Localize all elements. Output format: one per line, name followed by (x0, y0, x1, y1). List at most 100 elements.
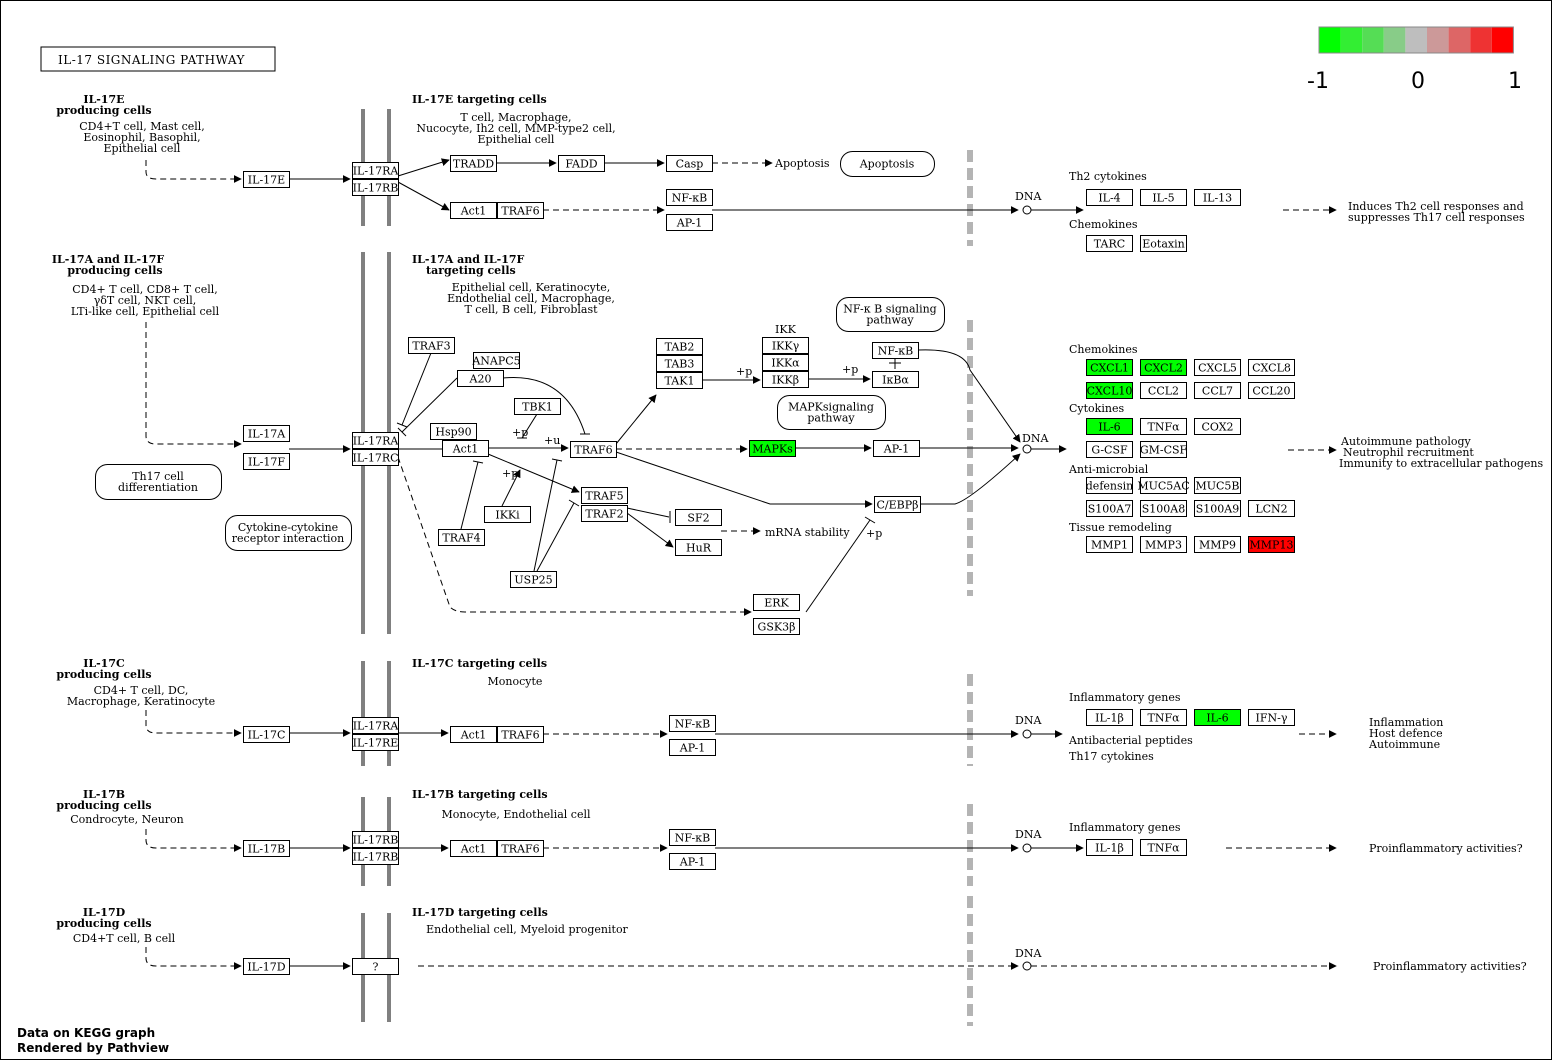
gene-node-il1b_c[interactable]: IL-1β (1086, 709, 1133, 726)
gene-node-s100a9[interactable]: S100A9 (1194, 500, 1241, 517)
gene-node-il17ra_c[interactable]: IL-17RA (352, 717, 400, 734)
gene-node-il17a[interactable]: IL-17A (243, 425, 290, 442)
gene-node-cxcl5[interactable]: CXCL5 (1194, 359, 1241, 376)
gene-node-act1_c[interactable]: Act1 (450, 726, 497, 743)
gene-node-nfkb_e[interactable]: NF-κB (666, 189, 713, 206)
gene-node-unknown[interactable]: ? (352, 958, 399, 975)
gene-node-act1_a[interactable]: Act1 (442, 440, 489, 457)
gene-node-s100a7[interactable]: S100A7 (1086, 500, 1133, 517)
gene-node-il6_c[interactable]: IL-6 (1194, 709, 1241, 726)
gene-node-tab2[interactable]: TAB2 (656, 338, 703, 355)
gene-node-il1b_b[interactable]: IL-1β (1086, 839, 1133, 856)
gene-node-defensin[interactable]: defensin (1086, 477, 1133, 494)
gene-node-nfkb_a[interactable]: NF-κB (872, 342, 919, 359)
gene-node-cxcl1[interactable]: CXCL1 (1086, 359, 1133, 376)
gene-node-gmcsf[interactable]: GM-CSF (1140, 441, 1188, 458)
gene-node-casp[interactable]: Casp (666, 155, 713, 172)
gene-node-cxcl10[interactable]: CXCL10 (1086, 382, 1133, 399)
gene-node-il17re[interactable]: IL-17RE (352, 734, 399, 751)
gene-node-fadd[interactable]: FADD (558, 155, 605, 172)
pathway-box-outline (225, 515, 352, 551)
gene-node-il17b[interactable]: IL-17B (243, 840, 290, 857)
gene-node-a20[interactable]: A20 (457, 370, 504, 387)
gene-node-gcsf[interactable]: G-CSF (1086, 441, 1133, 458)
gene-node-mmp3[interactable]: MMP3 (1140, 536, 1187, 553)
gene-node-il17ra_e[interactable]: IL-17RA (352, 162, 400, 179)
gene-node-traf6_e[interactable]: TRAF6 (497, 202, 544, 219)
gene-node-act1_b[interactable]: Act1 (450, 840, 497, 857)
gene-node-il17f[interactable]: IL-17F (243, 453, 290, 470)
gene-node-lcn2[interactable]: LCN2 (1248, 500, 1295, 517)
gene-node-ap1_b[interactable]: AP-1 (669, 853, 716, 870)
gene-node-ikba[interactable]: IκBα (872, 371, 919, 388)
gene-node-ccl2[interactable]: CCL2 (1140, 382, 1187, 399)
gene-node-traf6_b[interactable]: TRAF6 (497, 840, 544, 857)
pathway-box-apoptosis_box[interactable]: Apoptosis (840, 151, 935, 177)
gene-node-cxcl8[interactable]: CXCL8 (1248, 359, 1295, 376)
gene-node-traf3[interactable]: TRAF3 (408, 337, 455, 354)
gene-node-il6_a[interactable]: IL-6 (1086, 418, 1133, 435)
gene-node-traf5[interactable]: TRAF5 (581, 487, 628, 504)
gene-node-tnfa_c[interactable]: TNFα (1140, 709, 1187, 726)
gene-node-traf6_c[interactable]: TRAF6 (497, 726, 544, 743)
gene-node-usp25[interactable]: USP25 (510, 571, 557, 588)
gene-node-eotaxin[interactable]: Eotaxin (1140, 235, 1187, 252)
gene-node-ikkg[interactable]: IKKγ (762, 337, 809, 354)
gene-node-ccl20[interactable]: CCL20 (1248, 382, 1295, 399)
gene-node-anapc5[interactable]: ANAPC5 (471, 352, 521, 369)
gene-node-nfkb_b[interactable]: NF-κB (669, 829, 716, 846)
gene-node-il17rb_b2[interactable]: IL-17RB (352, 848, 399, 865)
gene-node-mapks[interactable]: MAPKs (749, 440, 796, 457)
gene-node-ap1_a[interactable]: AP-1 (873, 440, 920, 457)
gene-node-il17rb_e[interactable]: IL-17RB (352, 179, 399, 196)
gene-node-cox2[interactable]: COX2 (1194, 418, 1241, 435)
gene-node-muc5ac[interactable]: MUC5AC (1137, 477, 1190, 494)
gene-node-gsk3b[interactable]: GSK3β (753, 618, 800, 635)
gene-node-ifng[interactable]: IFN-γ (1248, 709, 1295, 726)
gene-node-s100a8[interactable]: S100A8 (1140, 500, 1187, 517)
gene-node-ikkb[interactable]: IKKβ (762, 371, 809, 388)
gene-node-hsp90[interactable]: Hsp90 (430, 423, 477, 440)
gene-node-il17e[interactable]: IL-17E (243, 171, 290, 188)
gene-node-il17rc[interactable]: IL-17RC (352, 449, 399, 466)
gene-node-il4[interactable]: IL-4 (1086, 189, 1133, 206)
gene-node-mmp1[interactable]: MMP1 (1086, 536, 1133, 553)
gene-node-cxcl2[interactable]: CXCL2 (1140, 359, 1187, 376)
gene-node-tnfa_b[interactable]: TNFα (1140, 839, 1187, 856)
gene-node-il17c[interactable]: IL-17C (243, 726, 290, 743)
gene-node-traf2[interactable]: TRAF2 (581, 505, 628, 522)
gene-node-il17rb_b1[interactable]: IL-17RB (352, 831, 399, 848)
node-box (1248, 709, 1295, 726)
gene-node-tradd[interactable]: TRADD (450, 155, 497, 172)
gene-node-il17ra_a[interactable]: IL-17RA (352, 432, 400, 449)
gene-node-il13[interactable]: IL-13 (1194, 189, 1241, 206)
gene-node-tab3[interactable]: TAB3 (656, 355, 703, 372)
gene-node-ap1_c[interactable]: AP-1 (669, 739, 716, 756)
gene-node-nfkb_c[interactable]: NF-κB (669, 715, 716, 732)
gene-node-il5[interactable]: IL-5 (1140, 189, 1187, 206)
gene-node-act1_e[interactable]: Act1 (450, 202, 497, 219)
gene-node-mmp9[interactable]: MMP9 (1194, 536, 1241, 553)
gene-node-mmp13[interactable]: MMP13 (1248, 536, 1295, 553)
gene-node-ikka[interactable]: IKKα (762, 354, 809, 371)
gene-node-traf6_a[interactable]: TRAF6 (570, 441, 617, 458)
gene-node-il17d[interactable]: IL-17D (243, 958, 290, 975)
gene-node-tak1[interactable]: TAK1 (656, 372, 703, 389)
gene-node-ccl7[interactable]: CCL7 (1194, 382, 1241, 399)
gene-node-cebpb[interactable]: C/EBPβ (874, 496, 921, 513)
gene-node-traf4[interactable]: TRAF4 (438, 529, 485, 546)
gene-node-ikki[interactable]: IKKi (484, 506, 531, 523)
gene-node-tnfa_a[interactable]: TNFα (1140, 418, 1187, 435)
node-box (762, 371, 809, 388)
gene-node-sf2[interactable]: SF2 (675, 509, 722, 526)
gene-node-muc5b[interactable]: MUC5B (1194, 477, 1241, 494)
gene-node-tarc[interactable]: TARC (1086, 235, 1133, 252)
gene-node-tbk1[interactable]: TBK1 (514, 398, 561, 415)
gene-node-ap1_e[interactable]: AP-1 (666, 214, 713, 231)
gene-node-hur[interactable]: HuR (675, 539, 722, 556)
gene-node-erk[interactable]: ERK (753, 594, 800, 611)
